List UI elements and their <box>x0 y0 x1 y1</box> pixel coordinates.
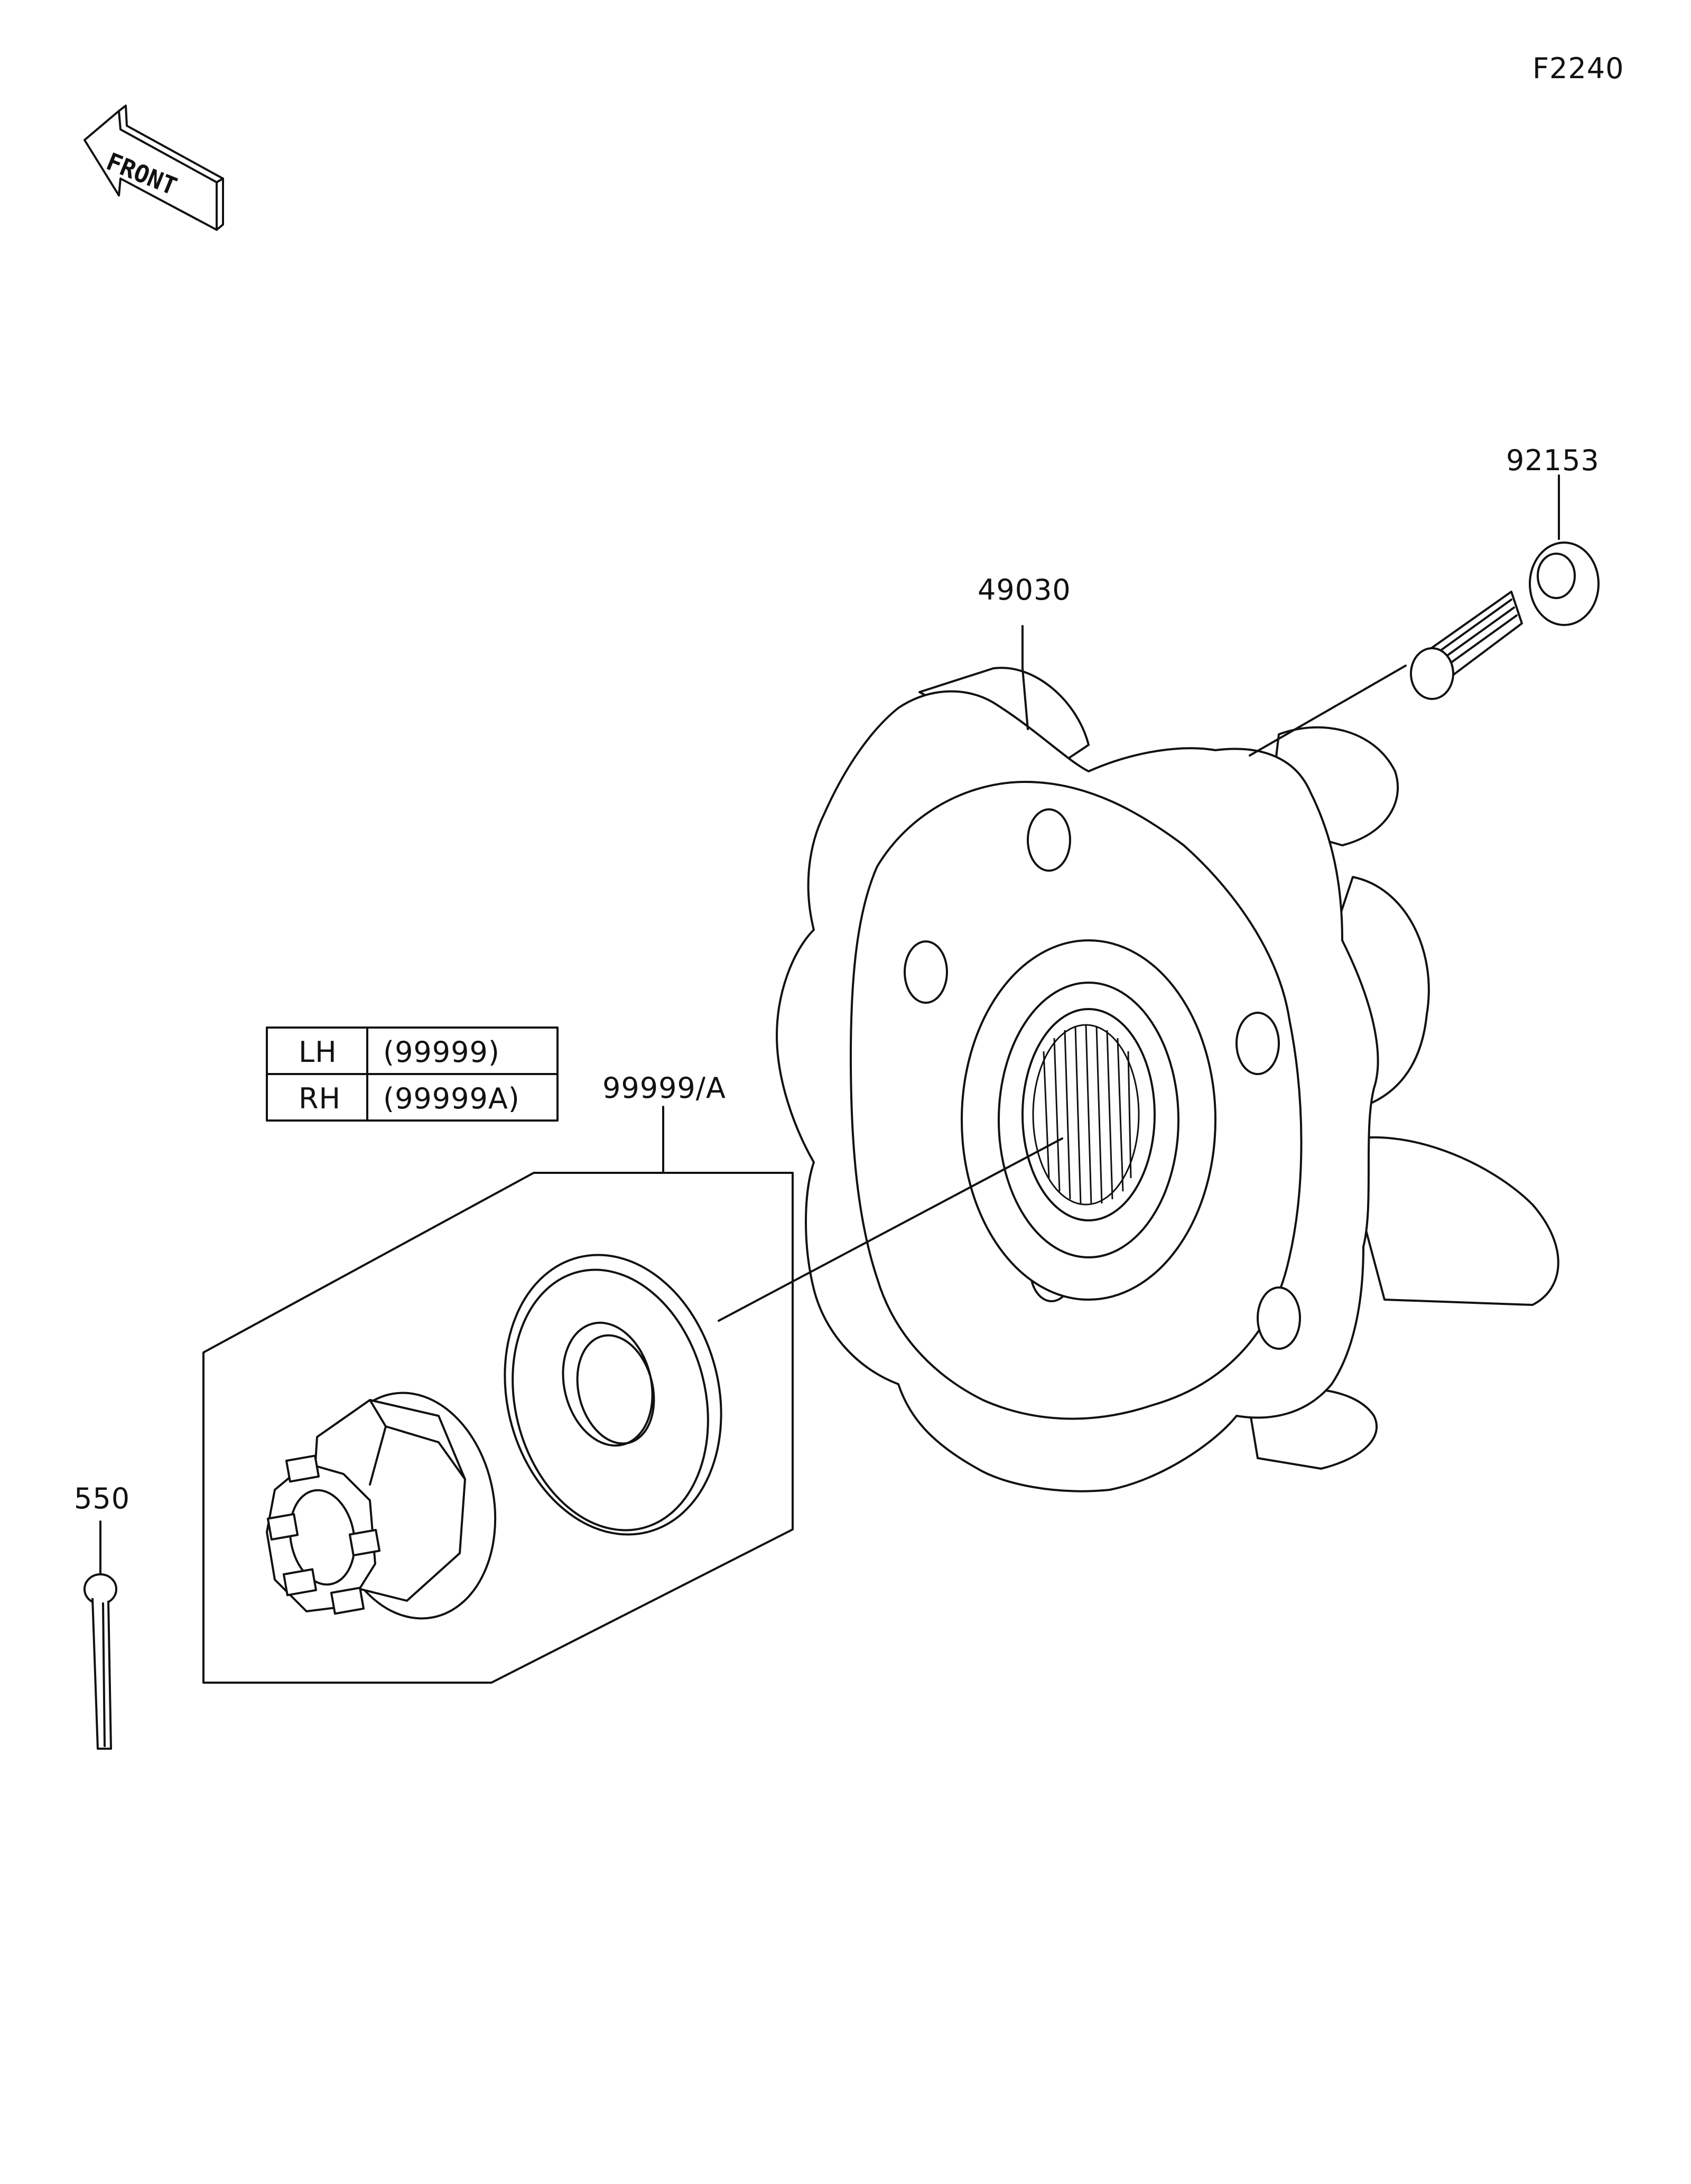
table-row-rh-side: RH <box>299 1082 341 1115</box>
figure-code: F2240 <box>1532 52 1624 85</box>
spline-bore <box>1032 1024 1140 1206</box>
front-arrow-icon: FRONT <box>83 105 224 231</box>
callout-hub: 49030 <box>978 573 1071 606</box>
table-row-rh-part: (99999A) <box>383 1082 520 1115</box>
table-row-lh-side: LH <box>299 1035 337 1069</box>
hub-bolt <box>1410 542 1600 700</box>
set-outline <box>202 1172 794 1684</box>
washer <box>504 1254 722 1536</box>
castle-nut <box>266 1392 497 1620</box>
callout-nut-washer-set: 99999/A <box>602 1071 726 1105</box>
variant-table: LH (99999) RH (99999A) <box>266 1026 559 1122</box>
callout-bolt: 92153 <box>1506 444 1600 477</box>
cotter-pin <box>83 1573 117 1750</box>
callout-cotter-pin: 550 <box>74 1482 130 1515</box>
wheel-hub <box>776 667 1559 1492</box>
table-row-lh-part: (99999) <box>383 1035 500 1069</box>
